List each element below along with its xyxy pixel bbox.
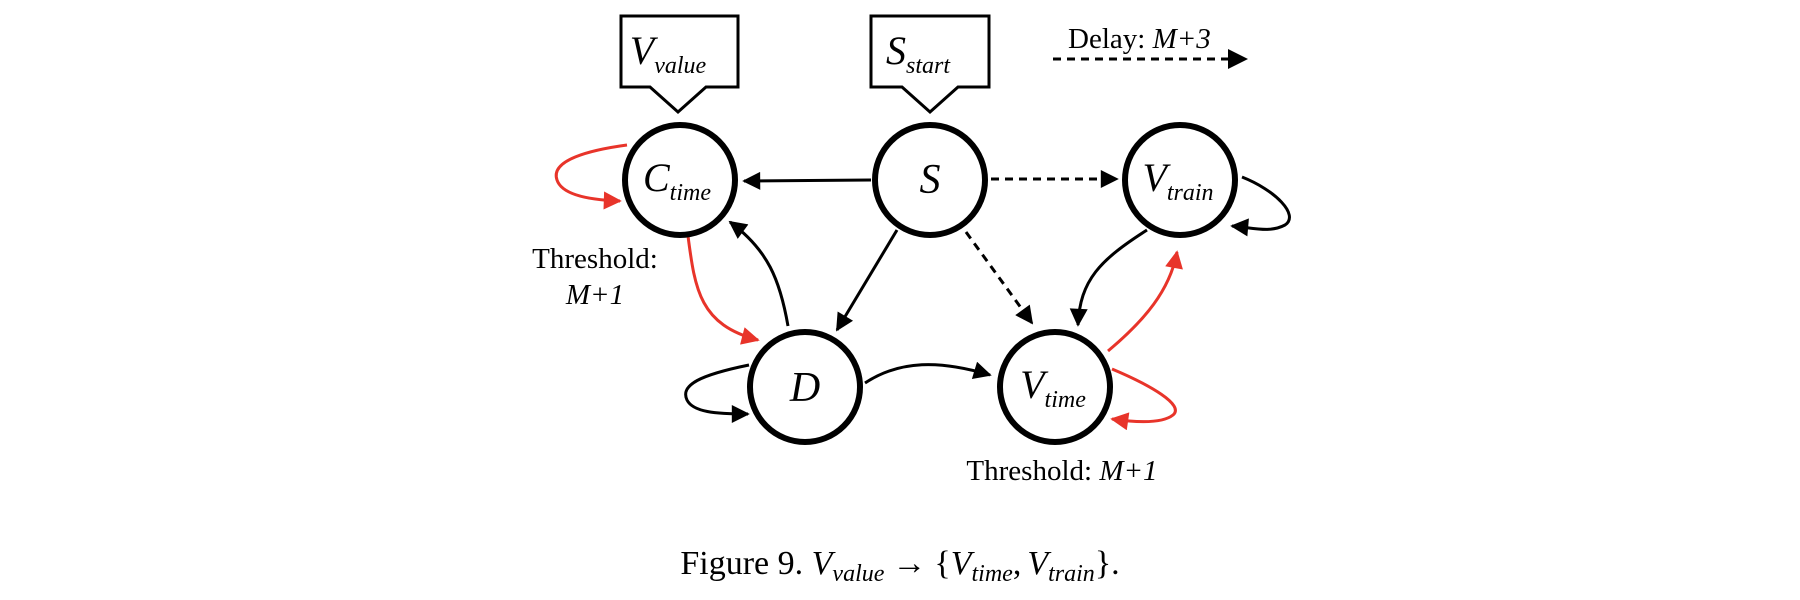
c-time-threshold: Threshold: M+1 bbox=[532, 243, 658, 311]
self-loop-v-time bbox=[1110, 367, 1177, 431]
caption-prefix: Figure 9. bbox=[680, 545, 803, 582]
c-time-threshold-value: M+1 bbox=[565, 279, 624, 311]
svg-text:Threshold: M+1: Threshold: M+1 bbox=[966, 455, 1157, 487]
self-loop-c-time bbox=[554, 143, 628, 210]
input-s-start-main: S bbox=[886, 28, 906, 73]
svg-text:S: S bbox=[920, 157, 941, 203]
edge-c-time-to-d bbox=[686, 235, 760, 345]
edge-v-train-to-v-time bbox=[1069, 228, 1148, 327]
caption-to1-sub: time bbox=[972, 561, 1014, 587]
v-time-threshold: Threshold: M+1 bbox=[966, 455, 1157, 487]
input-v-value-sub: value bbox=[654, 53, 706, 79]
node-v-time-main: V bbox=[1020, 362, 1049, 407]
self-loop-d bbox=[684, 363, 750, 423]
edge-s-to-v-time-delayed bbox=[964, 231, 1034, 325]
svg-text:D: D bbox=[789, 365, 820, 411]
svg-text:Vtrain: Vtrain bbox=[1142, 155, 1213, 206]
caption-arrow: → bbox=[892, 545, 926, 582]
node-v-time: Vtime bbox=[997, 329, 1113, 445]
node-c-time-main: C bbox=[643, 155, 671, 200]
input-s-start-sub: start bbox=[906, 53, 951, 79]
edge-s-to-d bbox=[835, 229, 899, 332]
self-loop-v-train bbox=[1230, 175, 1291, 237]
node-s: S bbox=[872, 122, 988, 238]
svg-text:Vtime: Vtime bbox=[1020, 362, 1086, 413]
c-time-threshold-label: Threshold: bbox=[532, 243, 658, 275]
edge-d-to-v-time bbox=[864, 361, 992, 385]
edges bbox=[554, 143, 1291, 431]
svg-text:Figure 9. Vvalue→{Vtime,Vtrain: Figure 9. Vvalue→{Vtime,Vtrain}. bbox=[680, 545, 1119, 587]
node-d-main: D bbox=[789, 365, 820, 411]
caption-from-sub: value bbox=[832, 561, 884, 587]
node-c-time: Ctime bbox=[622, 122, 738, 238]
svg-text:Delay: M+3: Delay: M+3 bbox=[1068, 23, 1211, 55]
v-time-threshold-value: M+1 bbox=[1098, 455, 1157, 487]
node-d: D bbox=[747, 329, 863, 445]
edge-v-time-to-v-train bbox=[1107, 250, 1183, 353]
delay-legend-value: M+3 bbox=[1152, 23, 1211, 55]
caption-comma: , bbox=[1013, 545, 1022, 582]
delay-legend-label: Delay: bbox=[1068, 23, 1153, 55]
svg-text:Ctime: Ctime bbox=[643, 155, 711, 206]
svg-text:Vvalue: Vvalue bbox=[630, 28, 707, 79]
edge-s-to-c-time bbox=[742, 171, 872, 190]
v-time-threshold-label: Threshold: bbox=[966, 455, 1099, 487]
node-v-train-sub: train bbox=[1167, 180, 1214, 206]
node-v-time-sub: time bbox=[1045, 387, 1087, 413]
svg-text:Sstart: Sstart bbox=[886, 28, 951, 79]
edge-d-to-c-time bbox=[728, 220, 790, 327]
node-c-time-sub: time bbox=[670, 180, 712, 206]
input-v-value-main: V bbox=[630, 28, 659, 73]
input-s-start: Sstart bbox=[869, 14, 991, 115]
node-v-train: Vtrain bbox=[1122, 122, 1238, 238]
node-v-train-main: V bbox=[1142, 155, 1171, 200]
caption-to2-sub: train bbox=[1048, 561, 1095, 587]
input-v-value: Vvalue bbox=[619, 14, 740, 115]
caption-close-brace: }. bbox=[1095, 545, 1120, 582]
delay-legend: Delay: M+3 bbox=[1053, 23, 1248, 69]
figure-caption: Figure 9. Vvalue→{Vtime,Vtrain}. bbox=[680, 545, 1119, 587]
caption-open-brace: { bbox=[934, 545, 950, 582]
node-s-main: S bbox=[920, 157, 941, 203]
